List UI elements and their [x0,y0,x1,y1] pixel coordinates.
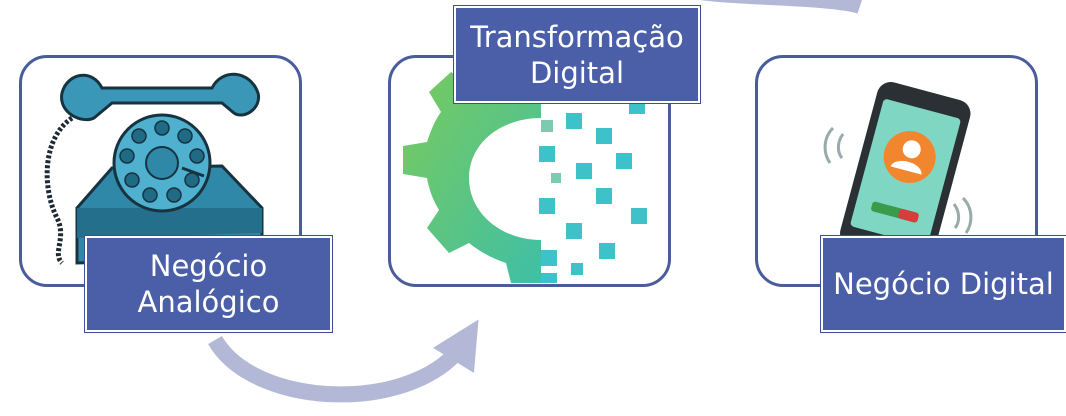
step-label-line1: Negócio [149,249,268,283]
step-label-line1: Negócio Digital [833,267,1054,301]
step-label-line1: Transformação [470,19,684,54]
rotary-telephone-icon [44,72,264,265]
step-label-line2: Digital [529,55,625,90]
arrow-analog-to-transform [208,319,479,403]
step-label-analog-business: Negócio Analógico [84,235,333,333]
step-label-digital-business: Negócio Digital [820,235,1066,333]
step-label-line2: Analógico [137,285,280,319]
smartphone-call-icon [823,82,973,265]
step-label-digital-transformation: Transformação Digital [453,5,701,104]
arrow-transform-to-digital [700,0,862,14]
gear-pixel-icon [403,58,647,283]
